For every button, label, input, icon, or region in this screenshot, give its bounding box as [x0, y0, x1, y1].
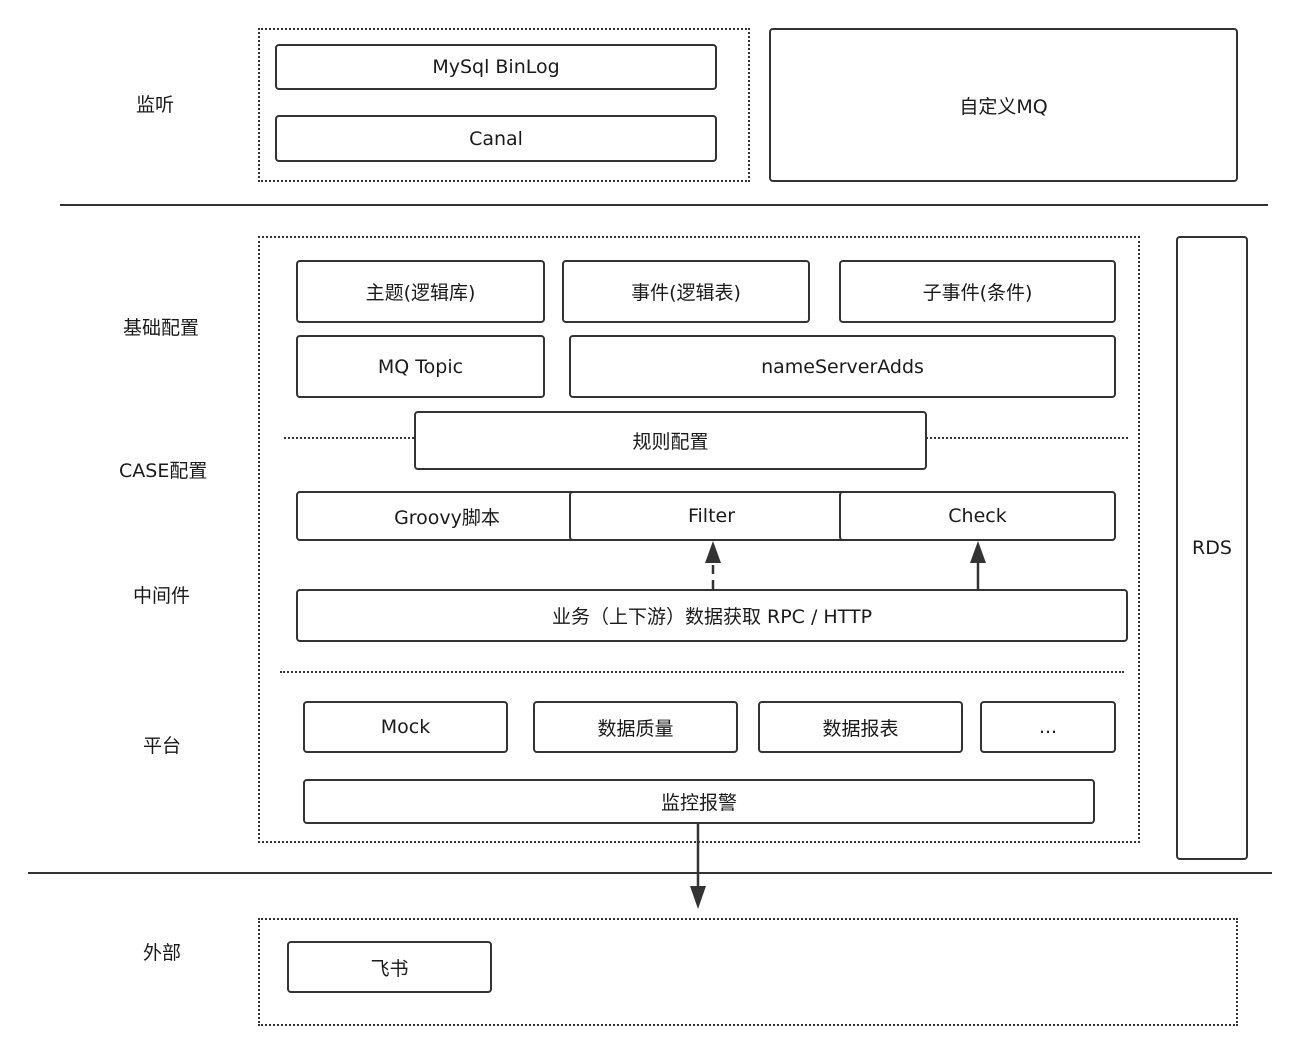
layer-label-base-config: 基础配置	[123, 317, 200, 339]
external-group	[258, 918, 1238, 1026]
groovy-box: Groovy脚本	[296, 491, 598, 541]
data-quality-box: 数据质量	[533, 701, 738, 753]
mock-box: Mock	[303, 701, 508, 753]
mq-topic-box: MQ Topic	[296, 335, 545, 398]
case-divider-right	[926, 437, 1128, 439]
monitor-alert-box: 监控报警	[303, 779, 1095, 824]
alert-arrow-head	[690, 886, 706, 909]
topic-box: 主题(逻辑库)	[296, 260, 545, 323]
event-box: 事件(逻辑表)	[562, 260, 810, 323]
canal-box: Canal	[275, 115, 717, 162]
listen-group	[258, 28, 750, 182]
data-report-box: 数据报表	[758, 701, 963, 753]
mysql-binlog-box: MySql BinLog	[275, 44, 717, 90]
filter-box: Filter	[569, 491, 854, 541]
platform-divider	[280, 671, 1124, 673]
check-arrow-head	[970, 541, 986, 563]
custom-mq-box: 自定义MQ	[769, 28, 1238, 182]
separator-bottom	[28, 872, 1272, 874]
layer-label-middleware: 中间件	[133, 585, 191, 607]
sub-event-box: 子事件(条件)	[839, 260, 1116, 323]
feishu-box: 飞书	[287, 941, 492, 993]
rule-config-box: 规则配置	[414, 411, 927, 470]
more-box: ...	[980, 701, 1116, 753]
case-divider-left	[284, 437, 414, 439]
layer-label-listen: 监听	[136, 94, 175, 116]
separator-top	[60, 204, 1268, 206]
layer-label-case-config: CASE配置	[119, 460, 208, 482]
filter-arrow-head	[705, 541, 721, 563]
layer-label-platform: 平台	[143, 735, 182, 757]
layer-label-external: 外部	[143, 942, 182, 964]
check-box: Check	[839, 491, 1116, 541]
rds-box: RDS	[1176, 236, 1248, 860]
data-fetch-box: 业务（上下游）数据获取 RPC / HTTP	[296, 589, 1128, 642]
name-server-box: nameServerAdds	[569, 335, 1116, 398]
